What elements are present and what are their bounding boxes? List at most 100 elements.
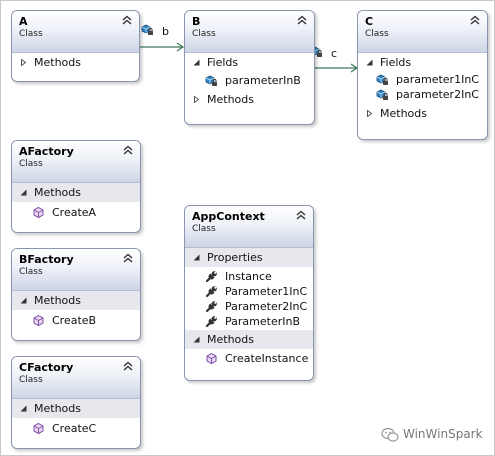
expand-triangle-icon[interactable] [366,110,373,117]
class-c-kind: Class [365,29,389,39]
class-appcontext-name: AppContext [192,210,265,223]
class-a-header[interactable]: A Class [12,11,139,53]
association-icon [141,23,154,36]
class-afactory-kind: Class [19,159,43,169]
class-b-methods-label: Methods [207,93,254,106]
class-appcontext-properties-section[interactable]: Properties [185,248,313,267]
association-label-c: c [331,47,338,60]
class-a-shape[interactable]: A Class Methods [11,10,140,82]
collapse-chevron-icon[interactable] [121,14,133,26]
class-cfactory-name: CFactory [19,361,74,374]
class-appcontext-methods-label: Methods [207,333,254,346]
class-appcontext-shape[interactable]: AppContext Class Properties Instance Par… [184,205,314,381]
method-cube-icon [205,352,218,365]
expanded-triangle-icon[interactable] [20,297,27,304]
class-bfactory-methods-label: Methods [34,294,81,307]
class-b-fields-label: Fields [207,56,239,69]
class-c-methods-section[interactable]: Methods [358,104,487,123]
class-a-methods-section[interactable]: Methods [12,53,139,72]
class-cfactory-method-row[interactable]: CreateC [12,421,140,436]
class-c-field-name: parameter2InC [396,88,479,101]
class-afactory-shape[interactable]: AFactory Class Methods CreateA [11,140,141,233]
watermark-text: WinWinSpark [403,427,483,441]
class-cfactory-methods-section[interactable]: Methods [12,399,140,418]
class-cfactory-shape[interactable]: CFactory Class Methods CreateC [11,356,141,449]
association-label-b: b [162,25,169,38]
wrench-icon [205,285,218,298]
class-b-header[interactable]: B Class [185,11,314,53]
class-cfactory-header[interactable]: CFactory Class [12,357,140,399]
class-appcontext-property-row[interactable]: ParameterInB [185,314,313,329]
class-afactory-name: AFactory [19,145,74,158]
class-appcontext-method-row[interactable]: CreateInstance [185,351,313,366]
expanded-triangle-icon[interactable] [193,254,200,261]
class-a-methods-label: Methods [34,56,81,69]
class-bfactory-shape[interactable]: BFactory Class Methods CreateB [11,248,141,341]
class-afactory-methods-section[interactable]: Methods [12,183,140,202]
class-a-kind: Class [19,29,43,39]
class-a-name: A [19,15,28,28]
class-appcontext-property-name: ParameterInB [225,315,300,328]
expanded-triangle-icon[interactable] [20,405,27,412]
field-icon [376,73,389,86]
class-appcontext-methods-section[interactable]: Methods [185,330,313,349]
collapse-chevron-icon[interactable] [122,252,134,264]
expand-triangle-icon[interactable] [20,59,27,66]
class-b-kind: Class [192,29,216,39]
class-appcontext-property-row[interactable]: Parameter2InC [185,299,313,314]
class-appcontext-property-row[interactable]: Instance [185,269,313,284]
class-bfactory-name: BFactory [19,253,74,266]
class-bfactory-methods-section[interactable]: Methods [12,291,140,310]
expanded-triangle-icon[interactable] [193,336,200,343]
class-appcontext-method-name: CreateInstance [225,352,309,365]
wrench-icon [205,270,218,283]
class-c-field-name: parameter1InC [396,73,479,86]
class-afactory-method-row[interactable]: CreateA [12,205,140,220]
expand-triangle-icon[interactable] [193,96,200,103]
wrench-icon [205,300,218,313]
class-b-field-name: parameterInB [225,74,301,87]
class-afactory-method-name: CreateA [52,206,97,219]
collapse-chevron-icon[interactable] [122,360,134,372]
method-cube-icon [32,206,45,219]
class-cfactory-methods-label: Methods [34,402,81,415]
class-b-fields-section[interactable]: Fields [185,53,314,72]
collapse-chevron-icon[interactable] [296,14,308,26]
class-bfactory-kind: Class [19,267,43,277]
class-b-field-row[interactable]: parameterInB [185,73,314,88]
collapse-chevron-icon[interactable] [469,14,481,26]
class-appcontext-property-row[interactable]: Parameter1InC [185,284,313,299]
wechat-icon [381,427,399,442]
class-afactory-header[interactable]: AFactory Class [12,141,140,183]
class-c-shape[interactable]: C Class Fields parameter1InC parameter2I… [357,10,488,140]
collapse-chevron-icon[interactable] [122,144,134,156]
expanded-triangle-icon[interactable] [366,59,373,66]
class-c-field-row[interactable]: parameter2InC [358,87,487,102]
field-icon [376,88,389,101]
wrench-icon [205,315,218,328]
class-c-fields-section[interactable]: Fields [358,53,487,72]
class-b-name: B [192,15,201,28]
expanded-triangle-icon[interactable] [193,59,200,66]
class-cfactory-method-name: CreateC [52,422,97,435]
class-c-header[interactable]: C Class [358,11,487,53]
class-afactory-methods-label: Methods [34,186,81,199]
association-a-b-arrow [176,42,185,52]
class-bfactory-method-name: CreateB [52,314,97,327]
class-appcontext-property-name: Parameter1InC [225,285,308,298]
class-cfactory-kind: Class [19,375,43,385]
class-c-methods-label: Methods [380,107,427,120]
class-appcontext-kind: Class [192,224,216,234]
class-appcontext-properties-label: Properties [207,251,263,264]
class-b-shape[interactable]: B Class Fields parameterInB Methods [184,10,315,125]
class-appcontext-header[interactable]: AppContext Class [185,206,313,248]
collapse-chevron-icon[interactable] [295,209,307,221]
method-cube-icon [32,422,45,435]
class-c-name: C [365,15,374,28]
class-c-field-row[interactable]: parameter1InC [358,72,487,87]
class-b-methods-section[interactable]: Methods [185,90,314,109]
expanded-triangle-icon[interactable] [20,189,27,196]
class-bfactory-header[interactable]: BFactory Class [12,249,140,291]
class-bfactory-method-row[interactable]: CreateB [12,313,140,328]
